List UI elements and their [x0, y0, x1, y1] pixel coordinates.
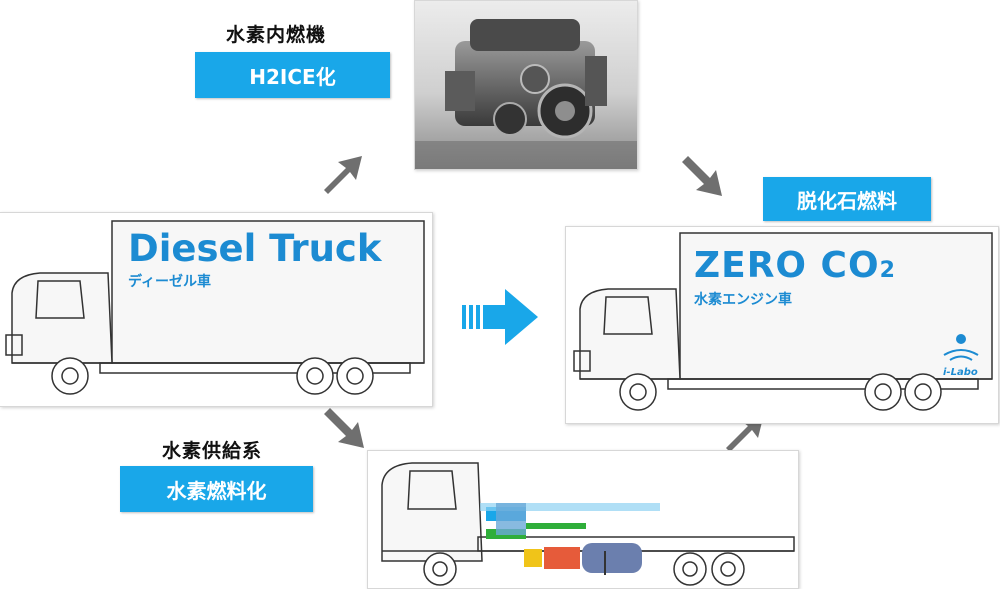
- ilabo-logo-text: i-Labo: [943, 367, 978, 378]
- arrow-up-right-icon: [324, 156, 362, 194]
- transform-arrow-icon: [462, 289, 538, 345]
- diesel-truck-title: Diesel Truck: [128, 227, 382, 270]
- hydrogen-chassis-image: [381, 462, 795, 586]
- engine-image: [415, 19, 637, 169]
- arrow-down-right-icon-2: [324, 408, 364, 448]
- zero-co2-title-subscript: 2: [879, 258, 896, 283]
- zero-co2-truck-panel: ZERO CO2 水素エンジン車 i-Labo: [565, 226, 999, 424]
- zero-co2-title-main: ZERO CO: [694, 245, 880, 286]
- hydrogen-chassis-panel: [367, 450, 799, 589]
- zero-co2-title: ZERO CO2: [694, 245, 896, 286]
- diesel-truck-image: [5, 220, 425, 395]
- diesel-truck-subtitle: ディーゼル車: [128, 274, 212, 290]
- diesel-truck-panel: Diesel Truck ディーゼル車: [0, 212, 433, 407]
- ilabo-logo-icon: [943, 334, 979, 361]
- decarbonized-badge: 脱化石燃料: [763, 177, 931, 221]
- engine-caption: 水素内燃機: [226, 24, 327, 46]
- arrow-down-right-icon: [682, 156, 722, 196]
- hydrogen-fuel-badge: 水素燃料化: [120, 466, 313, 512]
- zero-co2-subtitle: 水素エンジン車: [694, 292, 792, 308]
- zero-co2-truck-image: [573, 232, 993, 411]
- h2ice-badge: H2ICE化: [195, 52, 390, 98]
- engine-photo: [414, 0, 638, 170]
- hydrogen-supply-caption: 水素供給系: [162, 440, 263, 462]
